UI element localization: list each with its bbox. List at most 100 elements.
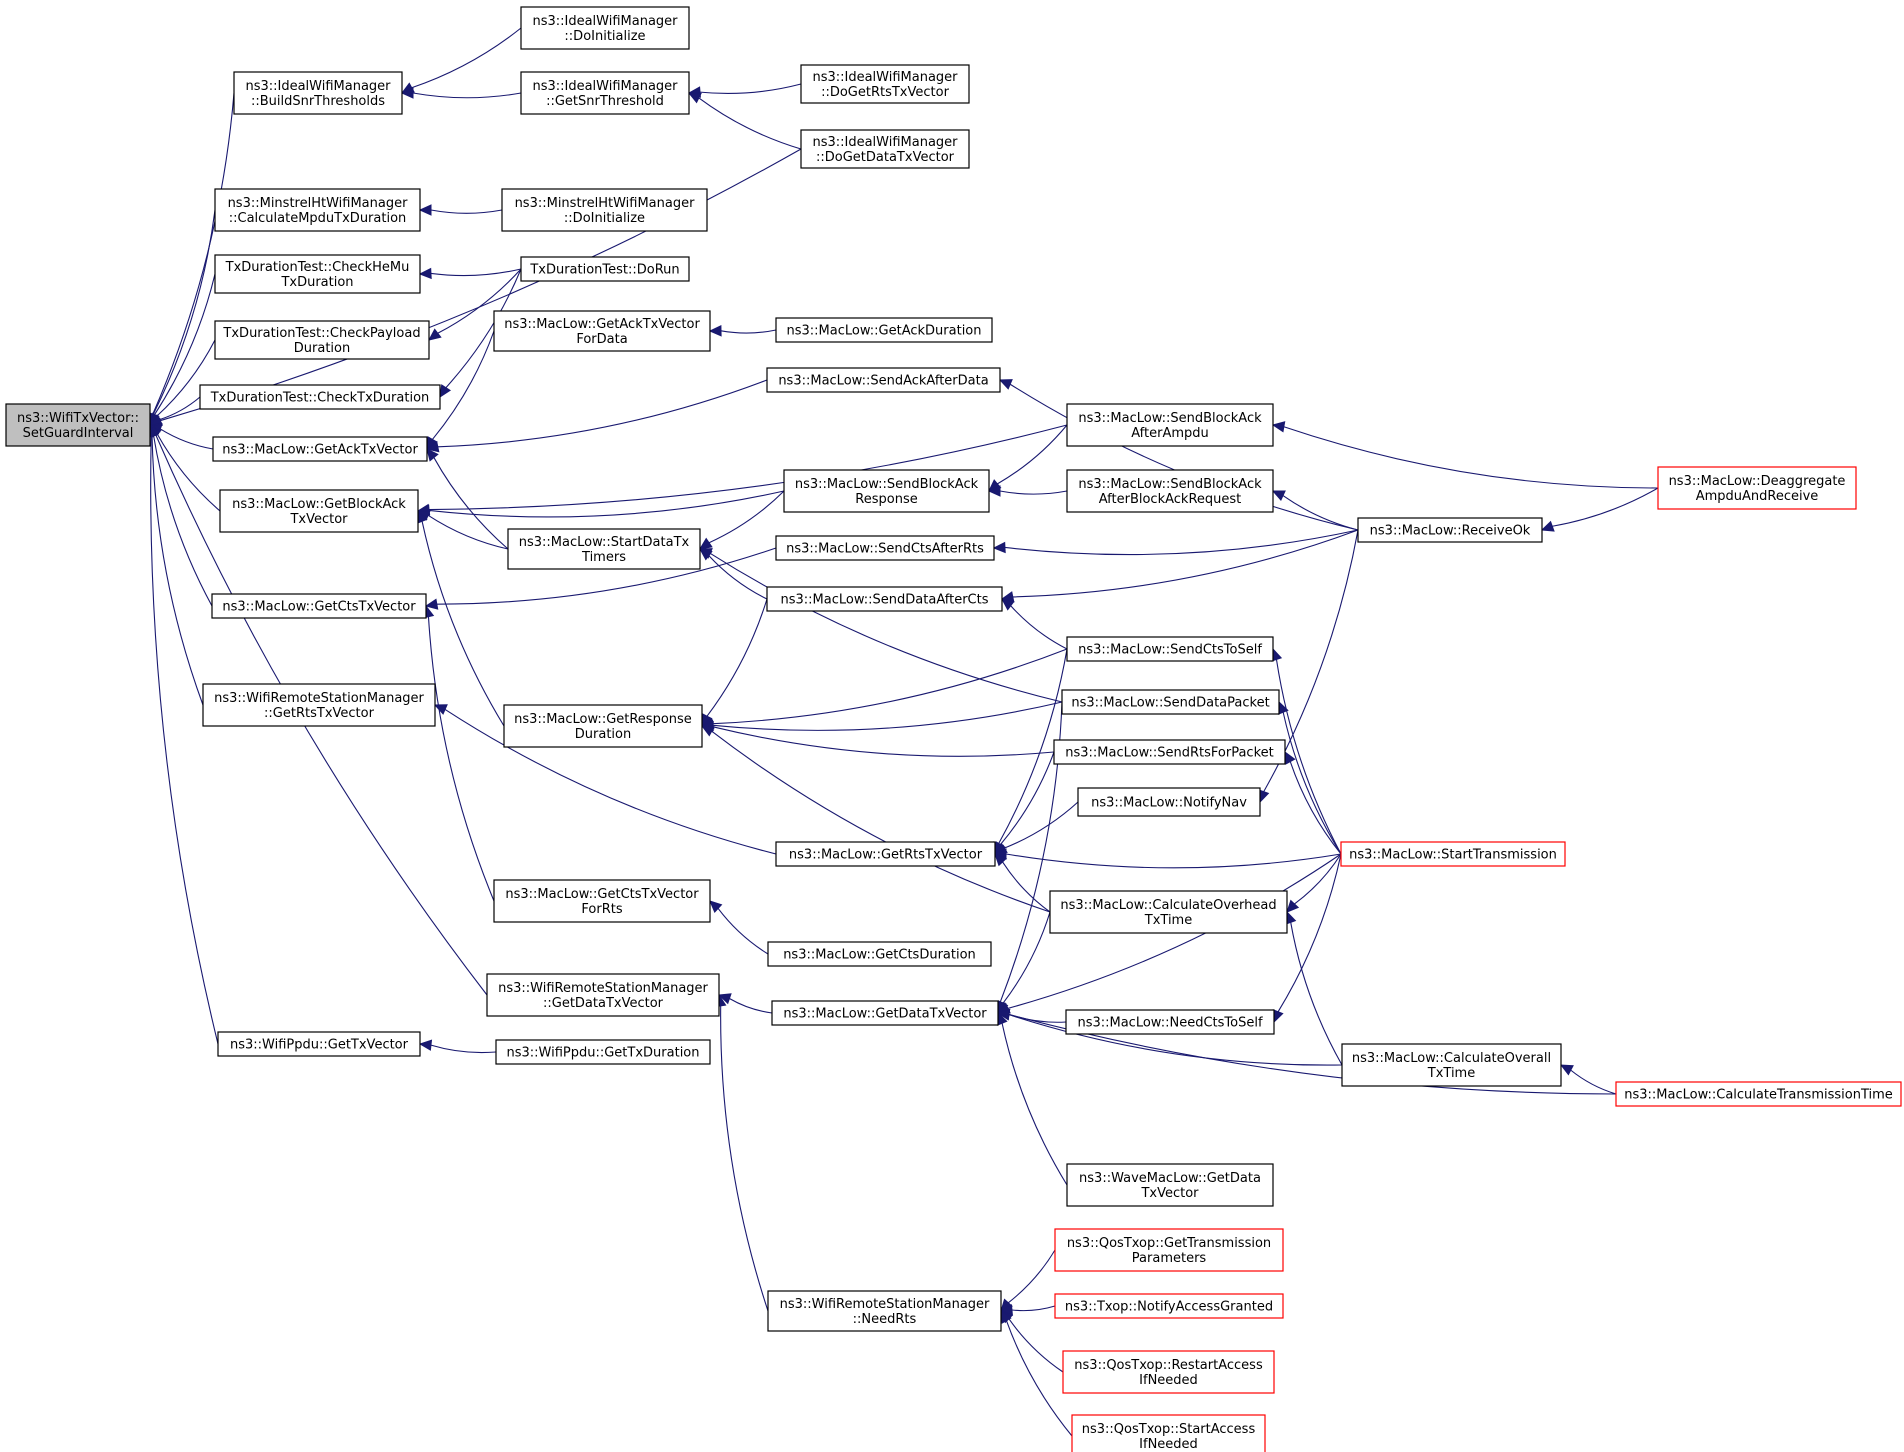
node-label-line: ns3::WifiRemoteStationManager [214, 691, 424, 706]
node-mac-getdatatx[interactable]: ns3::MacLow::GetDataTxVector [771, 1000, 999, 1026]
node-box [520, 256, 690, 282]
node-txd-checktx[interactable]: TxDurationTest::CheckTxDuration [199, 384, 441, 410]
edge-line [997, 424, 1068, 485]
edge-line [151, 435, 204, 706]
node-box [1066, 636, 1274, 662]
node-label-line: ns3::IdealWifiManager [532, 14, 678, 29]
node-ideal-dogetdata[interactable]: ns3::IdealWifiManager::DoGetDataTxVector [800, 129, 970, 169]
edge-mac-getacktx-to-root [148, 423, 214, 450]
node-mac-sendrtsforpacket[interactable]: ns3::MacLow::SendRtsForPacket [1053, 739, 1286, 765]
node-box [493, 310, 711, 352]
node-label-line: Parameters [1132, 1251, 1207, 1266]
edge-arrowhead [992, 541, 1006, 554]
node-ideal-build[interactable]: ns3::IdealWifiManager::BuildSnrThreshold… [233, 71, 403, 115]
edge-line [711, 730, 1051, 913]
node-ppdu-gettx[interactable]: ns3::WifiPpdu::GetTxVector [217, 1031, 421, 1057]
edge-mac-sendctstoself-to-mac-senddataaftercts [1001, 598, 1068, 650]
node-box [520, 6, 690, 50]
edge-line [153, 435, 213, 607]
node-mac-getackdur[interactable]: ns3::MacLow::GetAckDuration [775, 317, 993, 343]
edge-mac-getbatx-to-root [149, 424, 221, 512]
node-mac-senddatapacket[interactable]: ns3::MacLow::SendDataPacket [1061, 689, 1280, 715]
node-txop-notify[interactable]: ns3::Txop::NotifyAccessGranted [1054, 1293, 1284, 1319]
node-mac-getctsdur[interactable]: ns3::MacLow::GetCtsDuration [767, 941, 992, 967]
node-label-line: ns3::WifiTxVector:: [17, 411, 139, 426]
node-ideal-dogetrts[interactable]: ns3::IdealWifiManager::DoGetRtsTxVector [800, 64, 970, 104]
edge-line [699, 83, 802, 95]
edge-mac-calcoverhead-to-mac-getrtstx [994, 853, 1051, 913]
node-label-line: ns3::WifiPpdu::GetTxDuration [506, 1046, 699, 1061]
node-label-line: ns3::MacLow::Deaggregate [1669, 474, 1846, 489]
edge-mac-getackdur-to-mac-getacktxfordata [708, 325, 777, 337]
node-mac-senddataaftercts[interactable]: ns3::MacLow::SendDataAfterCts [766, 586, 1003, 612]
node-box [202, 683, 436, 727]
edge-line [412, 92, 522, 99]
node-label-line: TxVector [289, 512, 348, 527]
node-minstrel-calc[interactable]: ns3::MinstrelHtWifiManager::CalculateMpd… [214, 188, 421, 232]
node-box [501, 188, 708, 232]
node-txd-dorun[interactable]: TxDurationTest::DoRun [520, 256, 690, 282]
node-mac-sendctsafterrts[interactable]: ns3::MacLow::SendCtsAfterRts [775, 535, 995, 561]
edge-line [445, 268, 522, 389]
node-mac-notifynav[interactable]: ns3::MacLow::NotifyNav [1077, 787, 1261, 817]
edge-line [430, 209, 503, 214]
node-wrsm-getrts[interactable]: ns3::WifiRemoteStationManager::GetRtsTxV… [202, 683, 436, 727]
node-minstrel-doinit[interactable]: ns3::MinstrelHtWifiManager::DoInitialize [501, 188, 708, 232]
node-box [1357, 517, 1543, 543]
node-mac-sendctstoself[interactable]: ns3::MacLow::SendCtsToSelf [1066, 636, 1274, 662]
node-mac-calctranstime[interactable]: ns3::MacLow::CalculateTransmissionTime [1615, 1081, 1902, 1107]
edge-line [709, 552, 1063, 703]
node-box [493, 879, 711, 923]
node-box [1053, 739, 1286, 765]
node-mac-getrtstx[interactable]: ns3::MacLow::GetRtsTxVector [775, 841, 996, 867]
node-ppdu-gettxdur[interactable]: ns3::WifiPpdu::GetTxDuration [495, 1039, 711, 1065]
node-mac-getacktx[interactable]: ns3::MacLow::GetAckTxVector [212, 436, 428, 462]
edge-mac-sendrtsforpacket-to-mac-getresp [700, 721, 1055, 757]
node-wrsm-getdata[interactable]: ns3::WifiRemoteStationManager::GetDataTx… [486, 973, 720, 1017]
edge-line [1294, 853, 1342, 905]
edge-line [421, 521, 505, 727]
edge-wrsm-needrts-to-wrsm-getdata [715, 993, 769, 1312]
node-mac-receiveok[interactable]: ns3::MacLow::ReceiveOk [1357, 517, 1543, 543]
node-ideal-doinit[interactable]: ns3::IdealWifiManager::DoInitialize [520, 6, 690, 50]
node-label-line: IfNeeded [1139, 1373, 1198, 1388]
edge-line [720, 1005, 769, 1312]
edge-line [729, 998, 773, 1014]
node-box [800, 64, 970, 104]
node-root[interactable]: ns3::WifiTxVector::SetGuardInterval [5, 403, 151, 447]
edge-mac-senddataaftercts-to-mac-getresp [701, 598, 768, 728]
edge-arrowhead [418, 1039, 433, 1051]
edge-line [433, 457, 509, 550]
node-mac-needcts[interactable]: ns3::MacLow::NeedCtsToSelf [1065, 1009, 1275, 1035]
node-label-line: TxTime [1144, 913, 1192, 928]
node-mac-sendbaafterbar[interactable]: ns3::MacLow::SendBlockAckAfterBlockAckRe… [1066, 469, 1274, 513]
node-box [503, 704, 703, 748]
node-mac-sendackafterdata[interactable]: ns3::MacLow::SendAckAfterData [766, 367, 1001, 393]
node-wave-getdata[interactable]: ns3::WaveMacLow::GetDataTxVector [1066, 1163, 1274, 1207]
edge-line [152, 92, 235, 415]
node-wrsm-needrts[interactable]: ns3::WifiRemoteStationManager::NeedRts [767, 1290, 1002, 1332]
node-label-line: ::BuildSnrThresholds [251, 94, 385, 109]
node-mac-getctstx[interactable]: ns3::MacLow::GetCtsTxVector [211, 593, 427, 619]
edge-line [1007, 1249, 1056, 1304]
node-mac-starttransmission[interactable]: ns3::MacLow::StartTransmission [1340, 841, 1566, 867]
edge-line [1005, 853, 1342, 869]
node-ideal-getsnr[interactable]: ns3::IdealWifiManager::GetSnrThreshold [520, 71, 690, 115]
node-label-line: ns3::MacLow::GetBlockAck [232, 497, 406, 512]
node-box [1657, 466, 1857, 510]
